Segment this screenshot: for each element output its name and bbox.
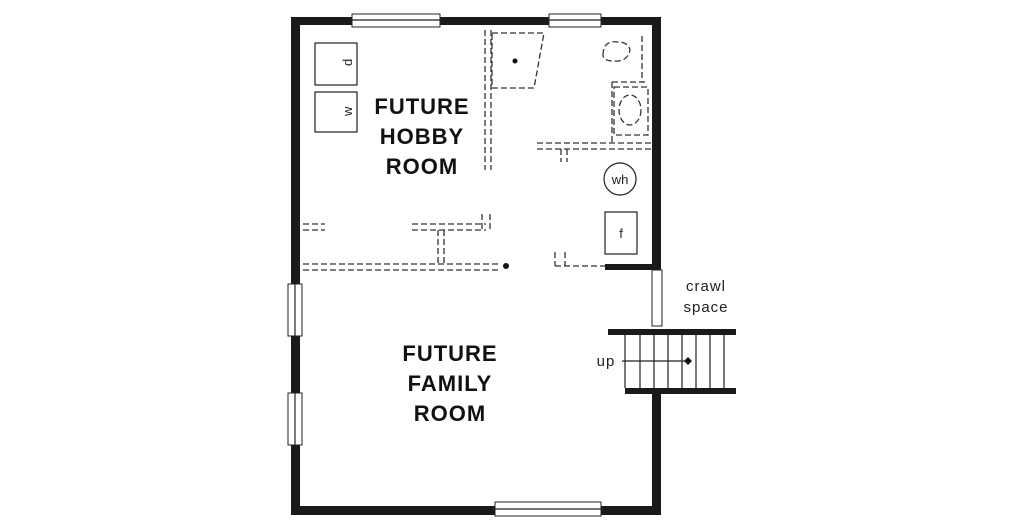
future-partitions — [303, 30, 652, 271]
washer-box — [314, 91, 358, 133]
wall-bottom — [291, 506, 661, 515]
wall-right-lower — [652, 393, 661, 515]
family-room-label-1: FUTURE — [402, 341, 497, 366]
crawl-space-label-2: space — [683, 299, 728, 316]
furnace-label: f — [619, 226, 623, 241]
exterior-walls — [291, 17, 661, 515]
partition-wall — [605, 264, 661, 270]
family-room-label-2: FAMILY — [408, 371, 493, 396]
washer-label: w — [340, 106, 355, 117]
stairs — [608, 329, 736, 394]
wall-top — [291, 17, 661, 25]
hobby-room-label-1: FUTURE — [374, 94, 469, 119]
wall-right-upper — [652, 17, 661, 269]
water-heater: wh — [603, 162, 637, 196]
dryer-label: d — [340, 59, 355, 66]
bathroom-fixtures — [602, 41, 649, 136]
post-dot — [503, 263, 509, 269]
hobby-room-label-2: HOBBY — [380, 124, 464, 149]
furnace: f — [604, 211, 638, 255]
laundry: d w — [314, 42, 358, 133]
hobby-room-label-3: ROOM — [386, 154, 458, 179]
windows — [287, 13, 663, 517]
shower-stall — [491, 32, 545, 89]
dryer-box — [314, 42, 358, 86]
crawl-space-label-1: crawl — [686, 278, 726, 295]
family-room-label-3: ROOM — [414, 401, 486, 426]
water-heater-label: wh — [611, 172, 629, 187]
stairs-up-label: up — [597, 353, 616, 370]
crawl-space-opening — [651, 269, 663, 327]
wall-left — [291, 17, 300, 515]
